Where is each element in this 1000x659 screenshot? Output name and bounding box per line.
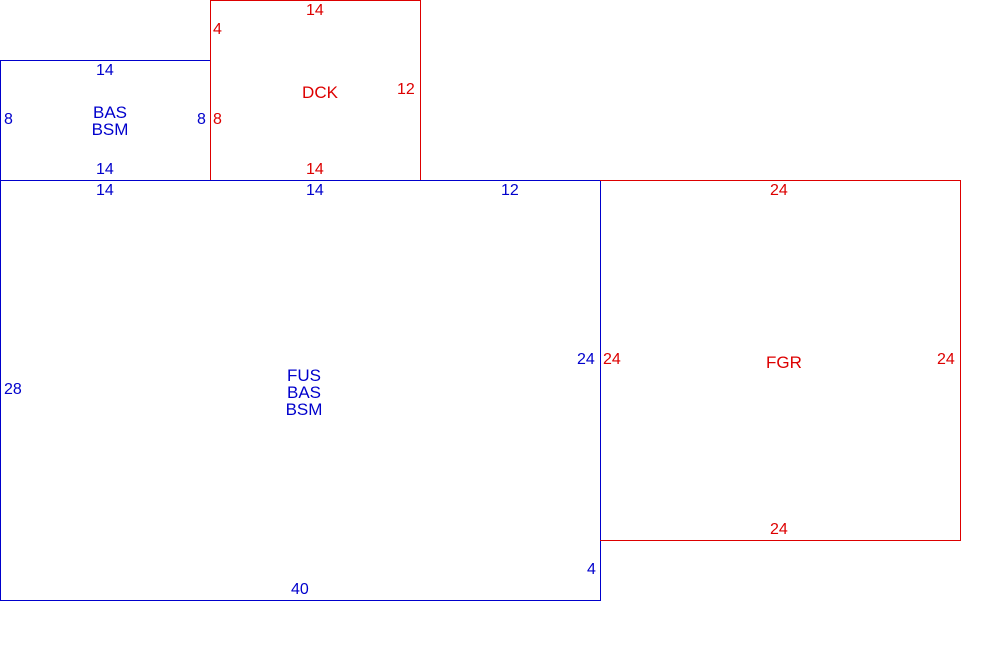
bas-bsm-right-dimension: 8 xyxy=(197,111,206,128)
dck-left-dimension: 8 xyxy=(213,111,222,128)
dck-top-dimension: 14 xyxy=(306,2,324,19)
fgr-bottom-dimension: 24 xyxy=(770,521,788,538)
bas-bsm-top-dimension: 14 xyxy=(96,62,114,79)
dck-left-top-dimension: 4 xyxy=(213,21,222,38)
fgr-right-dimension: 24 xyxy=(937,351,955,368)
fgr-top-dimension: 24 xyxy=(770,182,788,199)
fgr-outline xyxy=(600,180,961,541)
area-code: FUS xyxy=(287,366,321,385)
dck-outline xyxy=(210,0,421,181)
area-code: DCK xyxy=(302,83,338,102)
fus-right-lower-dimension: 4 xyxy=(587,561,596,578)
fus-top-left-dimension: 14 xyxy=(96,182,114,199)
fus-left-dimension: 28 xyxy=(4,381,22,398)
area-code: BSM xyxy=(91,120,129,139)
bas-bsm-bottom-dimension: 14 xyxy=(96,161,114,178)
area-code: BSM xyxy=(285,400,323,419)
fus-bas-bsm-outline xyxy=(0,180,601,601)
area-code: FGR xyxy=(766,353,802,372)
dck-right-dimension: 12 xyxy=(397,81,415,98)
bas-bsm-code-label: BAS BSM xyxy=(70,104,150,138)
fus-top-mid-dimension: 14 xyxy=(306,182,324,199)
fus-bottom-dimension: 40 xyxy=(291,581,309,598)
area-code: BAS xyxy=(286,383,322,402)
fgr-code-label: FGR xyxy=(744,354,824,371)
bas-bsm-left-dimension: 8 xyxy=(4,111,13,128)
fus-top-right-dimension: 12 xyxy=(501,182,519,199)
fus-bas-bsm-code-label: FUS BAS BSM xyxy=(264,367,344,418)
fgr-left-dimension: 24 xyxy=(603,351,621,368)
dck-code-label: DCK xyxy=(280,84,360,101)
fus-right-upper-dimension: 24 xyxy=(577,351,595,368)
area-code: BAS xyxy=(92,103,128,122)
dck-bottom-dimension: 14 xyxy=(306,161,324,178)
